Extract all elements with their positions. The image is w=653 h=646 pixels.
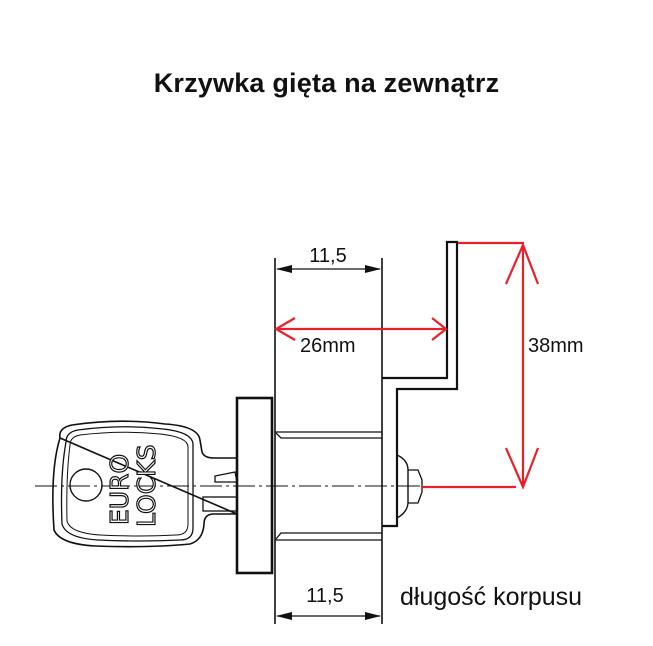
- key-hole: [69, 468, 103, 502]
- dimension-bottom: 11,5: [276, 585, 381, 620]
- dimension-height: 38mm: [421, 241, 584, 490]
- dimension-bottom-label: 11,5: [306, 585, 343, 607]
- key-brand-euro: EURO: [105, 454, 134, 525]
- dimension-height-label: 38mm: [528, 335, 584, 357]
- body-length-label: długość korpusu: [400, 583, 582, 611]
- dimension-reach: 26mm: [273, 317, 448, 357]
- dimension-top-label: 11,5: [309, 245, 346, 267]
- key-brand-locks: LOCKS: [132, 445, 161, 527]
- key: EURO LOCKS: [52, 420, 238, 548]
- lock-body: [274, 258, 383, 624]
- dimension-top: 11,5: [276, 245, 381, 273]
- dimension-reach-label: 26mm: [300, 335, 356, 357]
- diagram-title: Krzywka gięta na zewnątrz: [153, 68, 500, 98]
- bent-cam: [382, 240, 459, 528]
